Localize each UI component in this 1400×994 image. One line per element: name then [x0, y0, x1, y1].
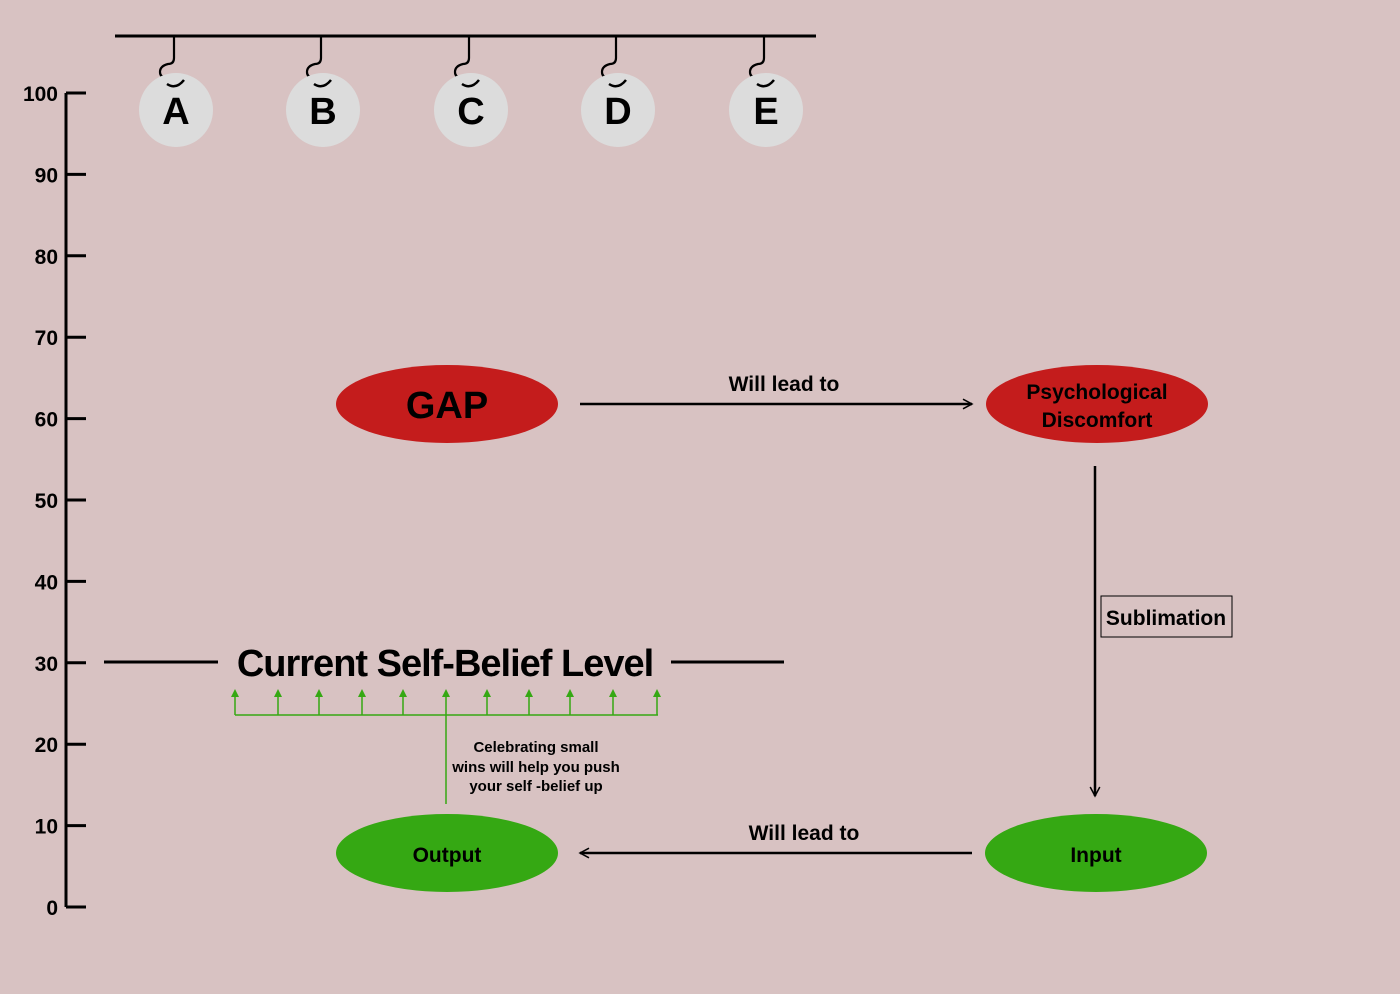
bulb-accent-mark	[461, 79, 480, 88]
output-node: Output	[336, 814, 558, 892]
gap-label: GAP	[406, 385, 488, 427]
gap-node: GAP	[336, 365, 558, 443]
input-node: Input	[985, 814, 1207, 892]
level-note-line2: wins will help you push	[451, 759, 620, 776]
sublimation-box	[1100, 595, 1233, 638]
level-note-line1: Celebrating small	[473, 739, 598, 756]
bulb-a: A	[139, 36, 213, 147]
scale-tick-label: 60	[35, 409, 58, 432]
bulb-accent-mark	[756, 79, 775, 88]
bulb-letter: D	[604, 91, 631, 133]
bulb-circle	[581, 73, 655, 147]
bulb-circle	[434, 73, 508, 147]
bulb-d: D	[581, 36, 655, 147]
scale-tick-label: 40	[35, 571, 58, 594]
output-label: Output	[413, 844, 482, 867]
scale-tick-label: 50	[35, 490, 58, 513]
edge-input-to-output: Will lead to	[578, 822, 972, 859]
scale-tick-label: 10	[35, 816, 58, 839]
discomfort-ellipse	[986, 365, 1208, 443]
level-label: Current Self-Belief Level	[237, 643, 653, 685]
scale-tick-label: 80	[35, 246, 58, 269]
bulb-circle	[286, 73, 360, 147]
edge-label-gap-to-discomfort: Will lead to	[729, 373, 840, 396]
bulb-cord	[600, 36, 618, 79]
bulb-cord	[158, 36, 176, 79]
self-belief-level: Current Self-Belief Level Celebrating sm…	[104, 643, 784, 804]
scale-tick-label: 90	[35, 164, 58, 187]
bulb-circle	[139, 73, 213, 147]
bulb-cord	[305, 36, 323, 79]
bulb-cord	[453, 36, 471, 79]
edge-discomfort-to-input: Sublimation	[1089, 466, 1233, 798]
bulb-letter: E	[753, 91, 778, 133]
bulb-letter: C	[457, 91, 484, 133]
bulb-c: C	[434, 36, 508, 147]
edge-gap-to-discomfort: Will lead to	[580, 373, 974, 410]
bulb-letter: B	[309, 91, 336, 133]
bulb-accent-mark	[166, 79, 185, 88]
gap-ellipse	[336, 365, 558, 443]
input-label: Input	[1070, 844, 1121, 867]
scale-tick-label: 0	[46, 897, 58, 920]
sublimation-label: Sublimation	[1106, 607, 1226, 630]
push-up-arrows	[231, 689, 661, 804]
discomfort-node: Psychological Discomfort	[986, 365, 1208, 443]
bulb-rail: A B C D E	[115, 34, 816, 147]
bulb-accent-mark	[608, 79, 627, 88]
bulb-letter: A	[162, 91, 189, 133]
scale-tick-label: 70	[35, 327, 58, 350]
scale-tick-label: 100	[23, 83, 58, 106]
scale-tick-label: 20	[35, 734, 58, 757]
bulb-e: E	[729, 36, 803, 147]
bulb-b: B	[286, 36, 360, 147]
bulb-circle	[729, 73, 803, 147]
output-ellipse	[336, 814, 558, 892]
bulb-cord	[748, 36, 766, 79]
input-ellipse	[985, 814, 1207, 892]
discomfort-label-line2: Discomfort	[1042, 409, 1153, 432]
edge-label-input-to-output: Will lead to	[749, 822, 860, 845]
bulb-accent-mark	[313, 79, 332, 88]
discomfort-label-line1: Psychological	[1026, 381, 1167, 404]
level-note-line3: your self -belief up	[469, 778, 602, 795]
scale-tick-label: 30	[35, 653, 58, 676]
